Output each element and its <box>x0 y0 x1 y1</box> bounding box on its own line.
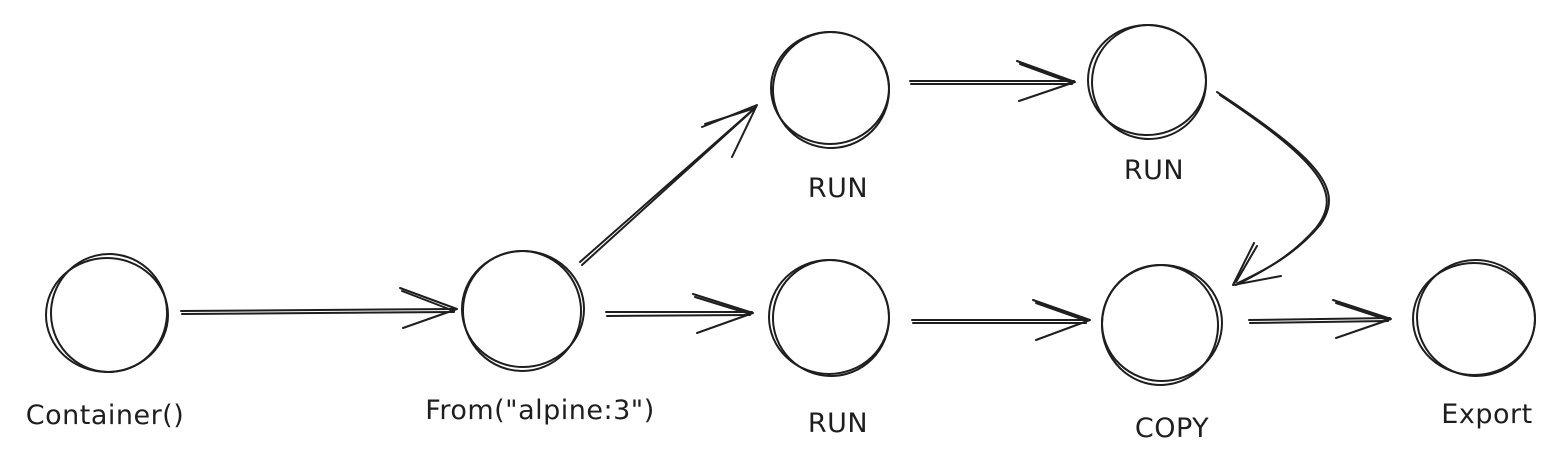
node-run-top[interactable] <box>766 25 895 154</box>
edge-run-bottom-to-copy <box>911 299 1091 341</box>
node-run-mid[interactable] <box>1085 18 1214 147</box>
node-run-bottom[interactable] <box>767 254 894 381</box>
label-container: Container() <box>25 400 185 431</box>
node-export[interactable] <box>1410 252 1543 383</box>
label-from: From("alpine:3") <box>425 395 655 426</box>
node-copy[interactable] <box>1095 258 1225 391</box>
label-export: Export <box>1441 399 1533 430</box>
label-copy: COPY <box>1134 413 1210 444</box>
node-container[interactable] <box>43 247 174 380</box>
label-run-mid: RUN <box>1123 155 1185 186</box>
label-run-bottom: RUN <box>807 408 869 439</box>
edge-from-to-run-bottom <box>605 293 754 334</box>
node-from[interactable] <box>457 245 587 377</box>
edge-run-top-to-run-mid <box>909 60 1076 102</box>
edge-container-to-from <box>180 287 458 329</box>
label-run-top: RUN <box>807 173 869 204</box>
edge-run-mid-to-copy <box>1216 91 1330 286</box>
edge-copy-to-export <box>1248 299 1392 339</box>
edge-from-to-run-top <box>579 104 758 266</box>
